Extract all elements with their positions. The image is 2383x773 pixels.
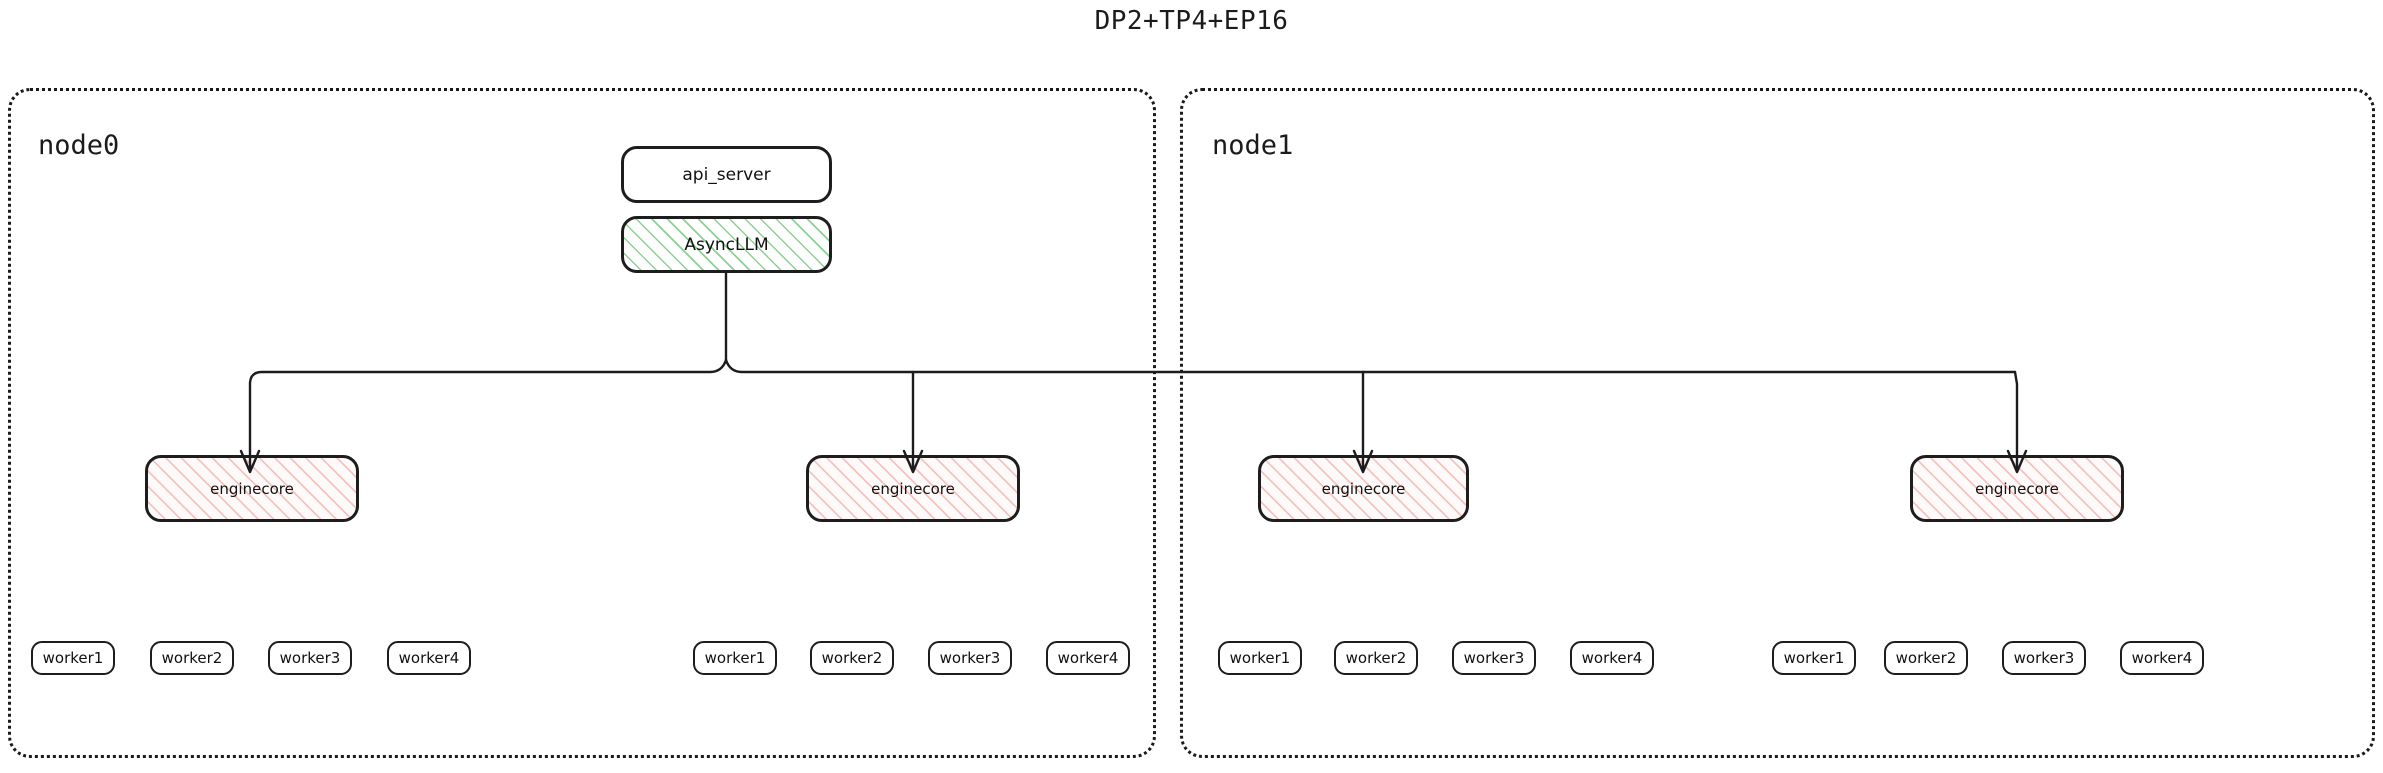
worker-label: worker2 — [161, 649, 223, 667]
enginecore-label: enginecore — [1975, 479, 2059, 498]
worker-box-n1-e1-w1[interactable]: worker1 — [1772, 641, 1856, 675]
worker-label: worker1 — [42, 649, 104, 667]
worker-box-n0-e0-w2[interactable]: worker2 — [150, 641, 234, 675]
worker-box-n1-e0-w4[interactable]: worker4 — [1570, 641, 1654, 675]
enginecore-box-n0-e0[interactable]: enginecore — [145, 455, 359, 522]
worker-box-n1-e0-w1[interactable]: worker1 — [1218, 641, 1302, 675]
worker-label: worker1 — [704, 649, 766, 667]
worker-label: worker1 — [1783, 649, 1845, 667]
worker-label: worker4 — [1581, 649, 1643, 667]
enginecore-box-n1-e1[interactable]: enginecore — [1910, 455, 2124, 522]
node1-label: node1 — [1212, 130, 1294, 161]
enginecore-box-n0-e1[interactable]: enginecore — [806, 455, 1020, 522]
worker-label: worker2 — [1345, 649, 1407, 667]
worker-label: worker1 — [1229, 649, 1291, 667]
worker-label: worker4 — [2131, 649, 2193, 667]
worker-label: worker4 — [398, 649, 460, 667]
worker-box-n1-e1-w3[interactable]: worker3 — [2002, 641, 2086, 675]
worker-label: worker3 — [1463, 649, 1525, 667]
enginecore-box-n1-e0[interactable]: enginecore — [1258, 455, 1469, 522]
worker-box-n0-e0-w1[interactable]: worker1 — [31, 641, 115, 675]
worker-box-n1-e0-w3[interactable]: worker3 — [1452, 641, 1536, 675]
async-llm-box[interactable]: AsyncLLM — [621, 216, 832, 273]
node0-label: node0 — [38, 130, 120, 161]
worker-box-n0-e1-w1[interactable]: worker1 — [693, 641, 777, 675]
worker-label: worker2 — [821, 649, 883, 667]
enginecore-label: enginecore — [1321, 479, 1406, 498]
worker-box-n0-e0-w3[interactable]: worker3 — [268, 641, 352, 675]
worker-label: worker4 — [1057, 649, 1119, 667]
worker-label: worker3 — [279, 649, 341, 667]
enginecore-label: enginecore — [871, 479, 955, 498]
api-server-box[interactable]: api_server — [621, 146, 832, 203]
api-server-label: api_server — [682, 164, 771, 185]
node-container-node1 — [1180, 88, 2375, 758]
worker-box-n0-e1-w3[interactable]: worker3 — [928, 641, 1012, 675]
page-title: DP2+TP4+EP16 — [1094, 6, 1289, 36]
worker-box-n0-e0-w4[interactable]: worker4 — [387, 641, 471, 675]
worker-box-n1-e0-w2[interactable]: worker2 — [1334, 641, 1418, 675]
worker-box-n1-e1-w4[interactable]: worker4 — [2120, 641, 2204, 675]
worker-box-n0-e1-w4[interactable]: worker4 — [1046, 641, 1130, 675]
worker-label: worker2 — [1895, 649, 1957, 667]
worker-label: worker3 — [939, 649, 1001, 667]
worker-label: worker3 — [2013, 649, 2075, 667]
worker-box-n0-e1-w2[interactable]: worker2 — [810, 641, 894, 675]
node-container-node0 — [8, 88, 1156, 758]
worker-box-n1-e1-w2[interactable]: worker2 — [1884, 641, 1968, 675]
async-llm-label: AsyncLLM — [684, 234, 769, 255]
enginecore-label: enginecore — [210, 479, 294, 498]
